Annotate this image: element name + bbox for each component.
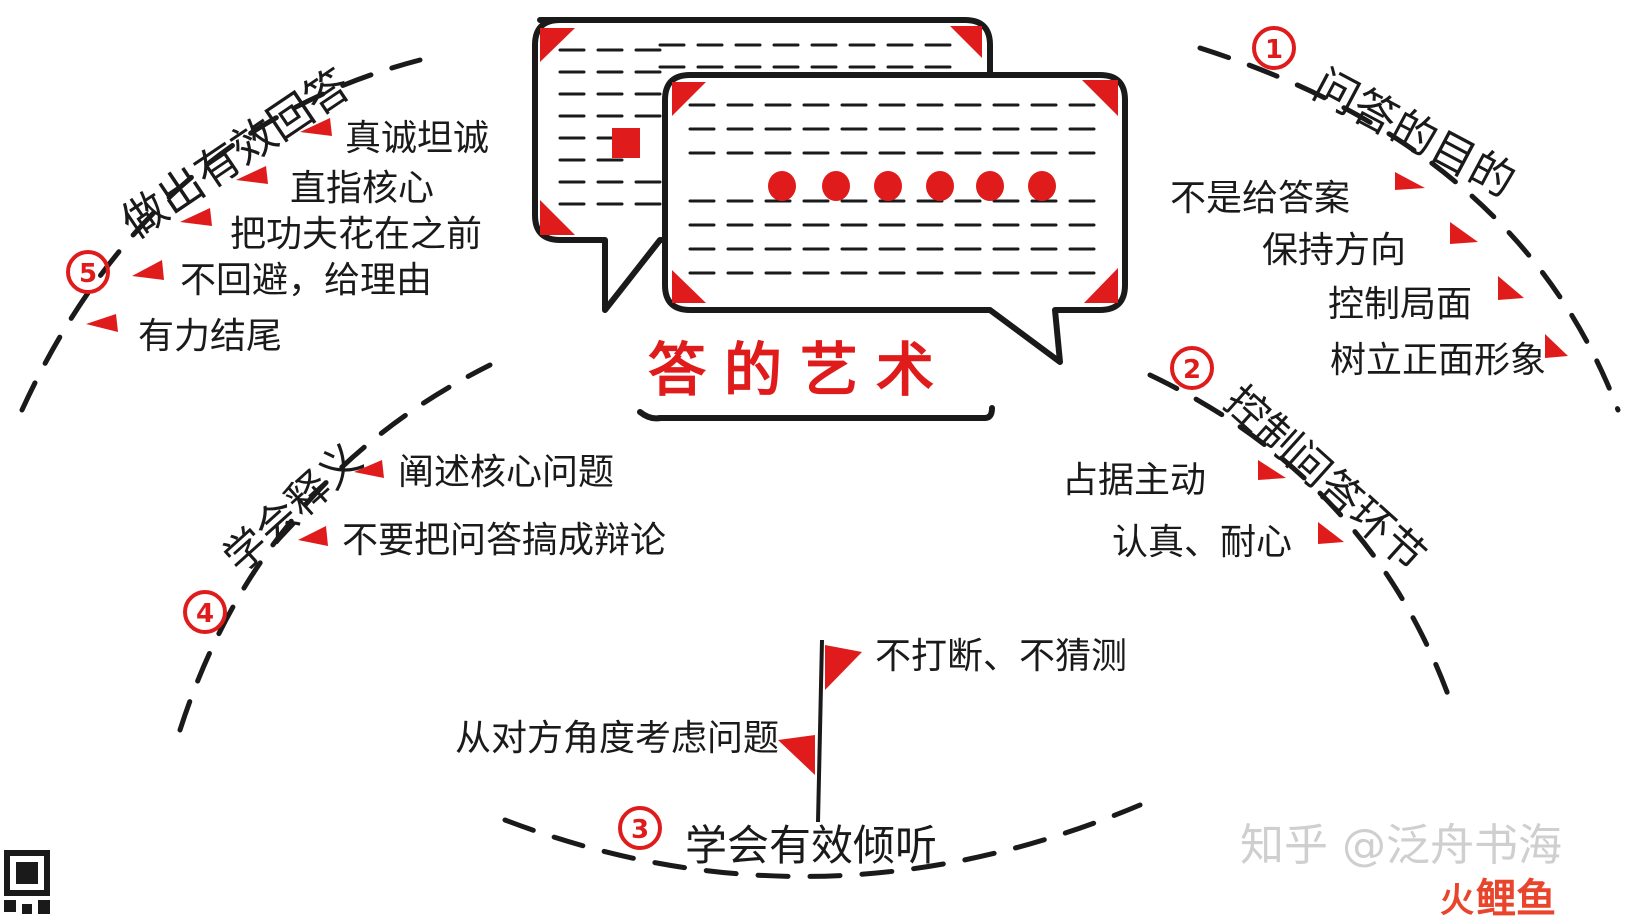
svg-text:火: 火 [1440, 881, 1474, 920]
marker-icon [1545, 334, 1568, 358]
purpose-item-4: 树立正面形象 [1330, 340, 1546, 381]
section-purpose: 1 问答的目的 不是给答案 保持方向 控制局面 树立正面形象 [1170, 26, 1568, 381]
answer-item-5: 有力结尾 [138, 316, 282, 357]
marker-icon [298, 526, 328, 546]
ellipsis-dot [976, 171, 1004, 201]
cursor-mark [612, 128, 640, 158]
marker-icon [1395, 172, 1425, 190]
svg-text:5: 5 [79, 259, 97, 289]
arc-purpose [1197, 45, 1621, 413]
section-control: 2 控制问答环节 占据主动 认真、耐心 [1062, 346, 1435, 581]
qr-code-icon [4, 850, 50, 914]
purpose-item-2: 保持方向 [1262, 230, 1406, 271]
flag-pole [816, 639, 824, 823]
section-answer: 5 做出有效回答 真诚坦诚 直指核心 把功夫花在之前 不回避，给理由 有力结尾 [66, 59, 489, 357]
control-item-1: 占据主动 [1062, 460, 1206, 501]
speech-bubble-icon [532, 17, 1128, 365]
zhihu-watermark: 知乎 @泛舟书海 [1240, 820, 1562, 871]
marker-icon [86, 314, 118, 332]
section-listen: 3 学会有效倾听 不打断、不猜测 从对方角度考虑问题 [455, 636, 1127, 870]
title-underline [637, 405, 995, 422]
svg-text:3: 3 [631, 815, 649, 845]
flag-icon [778, 735, 815, 775]
listen-item-1: 不打断、不猜测 [875, 636, 1127, 677]
marker-icon [180, 208, 212, 226]
svg-text:鲤鱼: 鲤鱼 [1476, 876, 1556, 920]
svg-text:1: 1 [1265, 35, 1283, 65]
answer-item-2: 直指核心 [290, 168, 434, 209]
section-explain: 4 学会释义 阐述核心问题 不要把问答搞成辩论 [183, 434, 666, 634]
ellipsis-dot [1028, 171, 1056, 201]
explain-item-2: 不要把问答搞成辩论 [342, 520, 666, 561]
marker-icon [1450, 222, 1478, 244]
arc-answer [19, 57, 423, 413]
answer-item-4: 不回避，给理由 [180, 260, 432, 301]
purpose-item-3: 控制局面 [1328, 284, 1472, 325]
arc-listen [502, 802, 1143, 879]
ellipsis-dot [874, 171, 902, 201]
page-title: 答的艺术 [648, 336, 952, 404]
svg-text:4: 4 [196, 599, 214, 629]
listen-item-2: 从对方角度考虑问题 [455, 718, 779, 759]
marker-icon [354, 460, 384, 478]
ellipsis-dot [822, 171, 850, 201]
explain-item-1: 阐述核心问题 [398, 452, 614, 493]
ellipsis-dot [768, 171, 796, 201]
ellipsis-dot [926, 171, 954, 201]
marker-icon [1498, 276, 1524, 300]
arc-control [1147, 372, 1453, 703]
answer-item-1: 真诚坦诚 [345, 118, 489, 159]
section-heading-listen: 学会有效倾听 [685, 821, 937, 870]
marker-icon [300, 118, 332, 136]
marker-icon [1258, 460, 1286, 480]
answer-item-3: 把功夫花在之前 [230, 214, 482, 255]
flag-icon [825, 645, 862, 690]
marker-icon [132, 260, 164, 280]
arc-explain [177, 362, 493, 733]
site-logo: 火 鲤鱼 [1440, 876, 1556, 920]
marker-icon [1318, 522, 1344, 544]
svg-text:2: 2 [1183, 355, 1201, 385]
marker-icon [236, 166, 268, 184]
control-item-2: 认真、耐心 [1112, 522, 1292, 563]
purpose-item-1: 不是给答案 [1170, 178, 1350, 219]
